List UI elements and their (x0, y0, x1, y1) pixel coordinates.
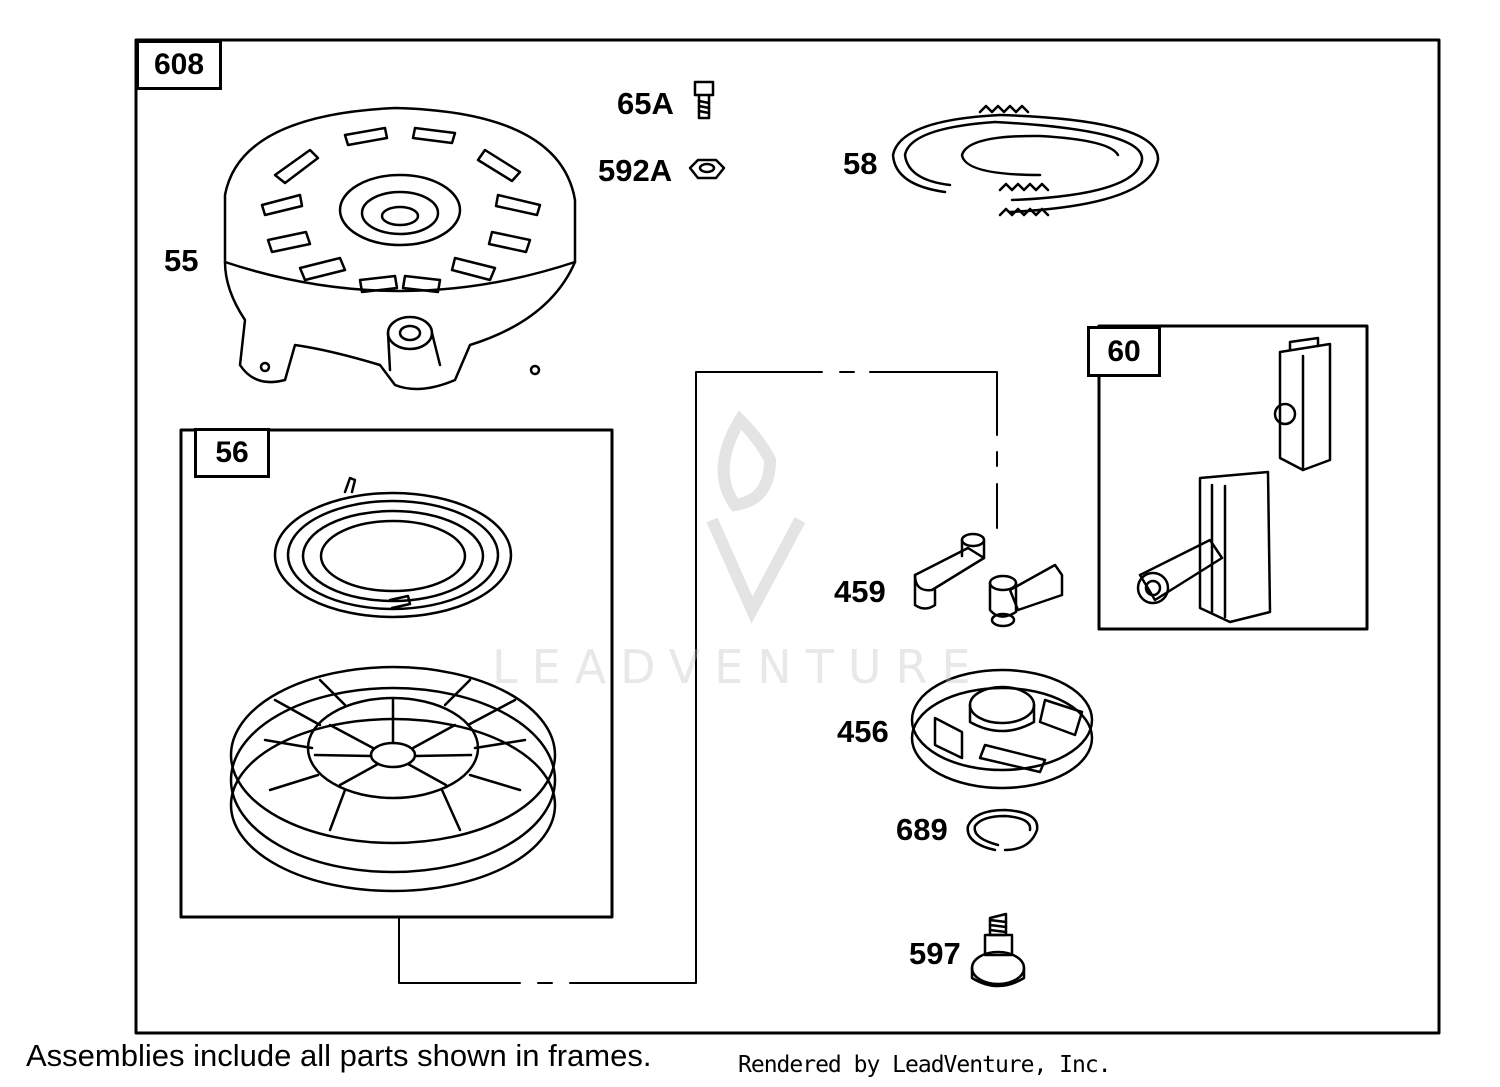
spring-drawing (273, 476, 513, 619)
dogs-459-drawing (913, 532, 1064, 628)
nut-592A-drawing (688, 158, 726, 180)
rope-58-drawing (891, 104, 1160, 217)
watermark-logo (706, 410, 806, 624)
part-label-459: 459 (834, 574, 886, 609)
frame-label-60: 60 (1087, 326, 1161, 377)
screw-597-drawing (970, 912, 1026, 988)
part-label-689: 689 (896, 812, 948, 847)
part-label-58: 58 (843, 146, 878, 181)
frame-label-608: 608 (136, 40, 222, 90)
frame-56 (179, 428, 614, 919)
assembly-note: Assemblies include all parts shown in fr… (26, 1038, 652, 1073)
part-label-592A: 592A (598, 153, 673, 188)
retainer-456-drawing (910, 668, 1094, 790)
part-label-597: 597 (909, 936, 961, 971)
frame-608 (134, 38, 1441, 1035)
part-label-55: 55 (164, 243, 199, 278)
part-label-456: 456 (837, 714, 889, 749)
connector-lines (398, 371, 998, 984)
starter-housing-drawing (223, 106, 577, 391)
watermark-text: LEADVENTURE (492, 640, 985, 694)
frame-label-56: 56 (194, 428, 270, 478)
pulley-drawing (229, 665, 557, 893)
part-label-65A: 65A (617, 86, 674, 121)
render-credit: Rendered by LeadVenture, Inc. (738, 1052, 1112, 1078)
frame-60 (1097, 324, 1369, 631)
handle-drawing (1136, 336, 1332, 624)
bolt-65A-drawing (693, 80, 715, 120)
ring-689-drawing (966, 808, 1039, 852)
